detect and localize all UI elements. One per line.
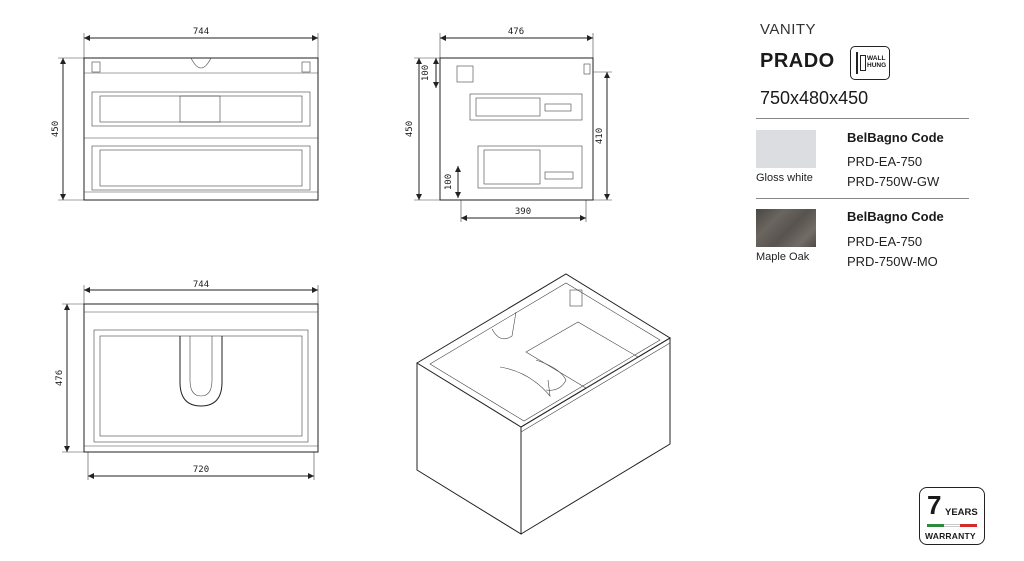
divider: [756, 118, 969, 119]
side-inner-height-dim: 410: [595, 128, 605, 144]
swatch-gloss-white: [756, 130, 816, 168]
code-2: PRD-750W-GW: [847, 174, 940, 189]
code-label: BelBagno Code: [847, 130, 944, 145]
flag-stripe: [927, 524, 978, 527]
side-height-dim: 450: [405, 121, 415, 137]
product-dimensions: 750x480x450: [760, 88, 869, 108]
code-1: PRD-EA-750: [847, 234, 923, 249]
top-depth-dim: 476: [55, 370, 65, 386]
warranty-badge: 7 YEARS WARRANTY: [919, 487, 985, 545]
side-drawer-top-dim: 100: [421, 65, 431, 81]
product-name: PRADO: [760, 50, 835, 72]
isometric-view: [416, 273, 671, 535]
wall-hung-icon: WALL HUNG: [850, 46, 890, 80]
finish-name: Gloss white: [756, 172, 813, 184]
top-view: 744 476 720: [55, 280, 319, 480]
warranty-years: 7: [927, 490, 942, 520]
product-category: VANITY: [760, 21, 817, 38]
side-drawer-bottom-dim: 100: [444, 174, 454, 190]
code-1: PRD-EA-750: [847, 154, 923, 169]
code-2: PRD-750W-MO: [847, 254, 938, 269]
side-view: 476 450 100 100 410 390: [405, 27, 612, 222]
side-depth-dim: 476: [508, 27, 524, 37]
swatch-maple-oak: [756, 209, 816, 247]
finish-name: Maple Oak: [756, 251, 810, 263]
wall-hung-label-2: HUNG: [867, 62, 887, 69]
side-inner-depth-dim: 390: [515, 207, 531, 217]
product-title-row: PRADO WALL HUNG: [756, 46, 971, 82]
top-inner-width-dim: 720: [193, 465, 209, 475]
wall-hung-label-1: WALL: [867, 55, 886, 62]
front-width-dim: 744: [193, 27, 209, 37]
front-view: 744 450: [51, 27, 319, 201]
front-height-dim: 450: [51, 121, 61, 137]
top-width-dim: 744: [193, 280, 209, 290]
warranty-label: WARRANTY: [925, 531, 976, 541]
technical-drawing: 744 450 476 450 100 100 410: [51, 27, 671, 535]
divider: [756, 198, 969, 199]
code-label: BelBagno Code: [847, 209, 944, 224]
warranty-years-label: YEARS: [945, 507, 978, 518]
